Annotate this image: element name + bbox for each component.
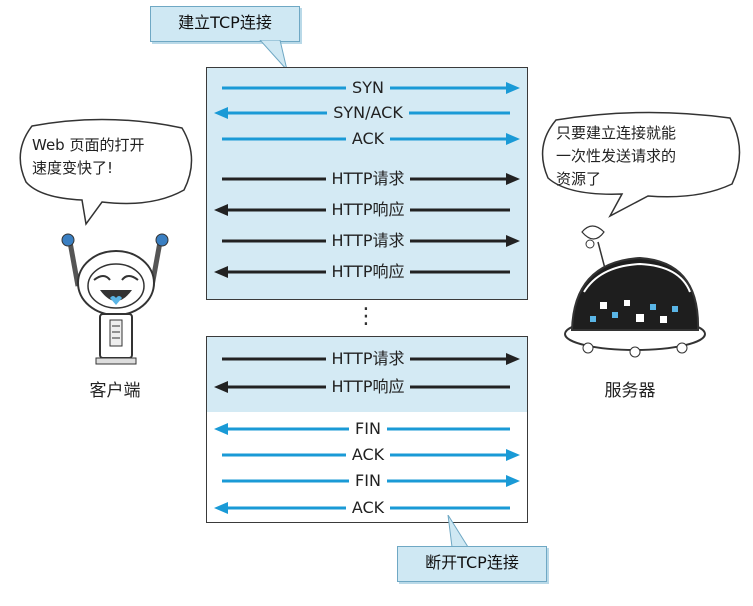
message-label: HTTP响应 <box>325 262 411 281</box>
message-label: HTTP响应 <box>325 377 411 396</box>
http-block-1-message-2: HTTP响应 <box>210 199 526 221</box>
message-label: HTTP请求 <box>325 231 411 250</box>
http-block-1-message-4: HTTP响应 <box>210 261 526 283</box>
arrow-left-icon <box>214 107 228 119</box>
arrow-right-icon <box>506 475 520 487</box>
teardown-message-4: ACK <box>210 497 526 519</box>
message-label: FIN <box>349 471 387 490</box>
arrow-right-icon <box>506 449 520 461</box>
establish-connection-callout: 建立TCP连接 <box>150 6 300 42</box>
message-label: FIN <box>349 419 387 438</box>
client-speech-bubble <box>19 118 193 226</box>
server-speech-bubble <box>541 111 741 218</box>
arrow-right-icon <box>506 353 520 365</box>
message-label: ACK <box>345 498 391 517</box>
client-bubble-text: Web 页面的打开 速度变快了! <box>32 134 182 180</box>
close-connection-label: 断开TCP连接 <box>425 553 519 572</box>
arrow-left-icon <box>214 381 228 393</box>
establish-callout-pointer <box>259 40 288 71</box>
establish-connection-label: 建立TCP连接 <box>178 13 272 32</box>
arrow-right-icon <box>506 82 520 94</box>
arrow-left-icon <box>214 502 228 514</box>
message-label: ACK <box>345 129 391 148</box>
arrow-right-icon <box>506 235 520 247</box>
arrow-left-icon <box>214 204 228 216</box>
message-label: HTTP响应 <box>325 200 411 219</box>
http-block-2-message-1: HTTP请求 <box>210 348 526 370</box>
message-label: SYN <box>346 78 390 97</box>
client-bubble-line-1: Web 页面的打开 <box>32 136 145 154</box>
http-block-2-message-2: HTTP响应 <box>210 376 526 398</box>
message-label: HTTP请求 <box>325 169 411 188</box>
close-connection-callout: 断开TCP连接 <box>397 546 547 582</box>
teardown-message-1: FIN <box>210 418 526 440</box>
teardown-message-2: ACK <box>210 444 526 466</box>
client-bubble-line-2: 速度变快了! <box>32 159 114 177</box>
server-bubble-line-1: 只要建立连接就能 <box>556 124 677 142</box>
client-label: 客户端 <box>89 381 141 401</box>
dome-server-icon <box>564 225 706 358</box>
handshake-message-2: SYN/ACK <box>210 102 526 124</box>
server-bubble-text: 只要建立连接就能 一次性发送请求的 资源了 <box>556 122 736 191</box>
ellipsis: ⋮ <box>355 304 377 329</box>
server-label: 服务器 <box>604 381 656 401</box>
server-bubble-line-2: 一次性发送请求的 <box>556 147 677 165</box>
arrow-right-icon <box>506 173 520 185</box>
message-label: HTTP请求 <box>325 349 411 368</box>
message-label: SYN/ACK <box>327 103 409 122</box>
handshake-message-3: ACK <box>210 128 526 150</box>
teardown-message-3: FIN <box>210 470 526 492</box>
arrow-left-icon <box>214 266 228 278</box>
arrow-left-icon <box>214 423 228 435</box>
http-block-1-message-3: HTTP请求 <box>210 230 526 252</box>
message-label: ACK <box>345 445 391 464</box>
handshake-message-1: SYN <box>210 77 526 99</box>
robot-client-icon <box>61 233 169 365</box>
arrow-right-icon <box>506 133 520 145</box>
http-block-1-message-1: HTTP请求 <box>210 168 526 190</box>
server-bubble-line-3: 资源了 <box>556 170 602 188</box>
